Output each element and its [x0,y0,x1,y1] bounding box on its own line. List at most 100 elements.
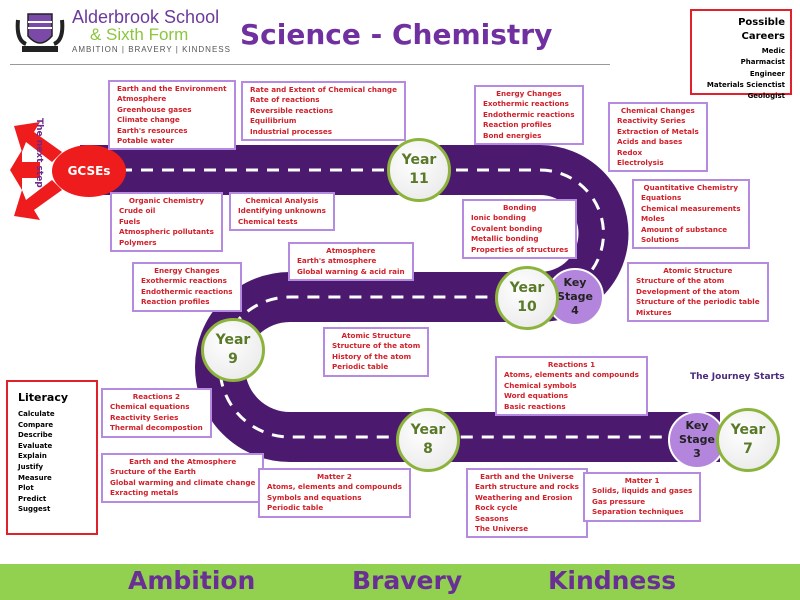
literacy-item: Evaluate [18,441,53,450]
topic-item: Ionic bonding [471,213,527,223]
topic-item: The Universe [475,524,529,534]
topic-item: Reaction profiles [141,297,210,307]
topic-item: Reactivity Series [617,116,686,126]
topic-title: Atomic Structure [341,331,411,340]
page-title: Science - Chemistry [240,18,553,51]
topic-item: Seasons [475,513,509,523]
topic-title: Reactions 1 [547,360,596,369]
topic-item: Bond energies [483,130,542,140]
topic-title: Reactions 2 [132,392,181,401]
next-step-label: The next step [34,118,44,188]
arrow-left-icon [10,150,40,190]
topic-item: Redox [617,147,643,157]
school-motto: AMBITION | BRAVERY | KINDNESS [72,45,231,54]
topic-item: Structure of the atom [636,276,725,286]
topic-item: Acids and bases [617,137,683,147]
careers-heading: Possible Careers [738,17,785,42]
topic-item: Weathering and Erosion [475,492,573,502]
topic-item: Covalent bonding [471,223,543,233]
topic-item: Chemical equations [110,402,190,412]
topic-item: Periodic table [332,362,389,372]
topic-item: Rock cycle [475,503,518,513]
topic-item: Chemical tests [238,216,298,226]
road-centre-line [120,168,720,439]
school-name-line1: Alderbrook School [72,7,220,27]
topic-item: History of the atom [332,351,412,361]
topic-item: Atmosphere [117,94,167,104]
topic-item: Earth's atmosphere [297,256,377,266]
literacy-item: Describe [18,431,53,440]
topic-item: Reaction profiles [483,120,552,130]
literacy-item: Compare [18,420,54,429]
topic-item: Atmospheric pollutants [119,227,214,237]
literacy-heading: Literacy [18,391,69,404]
topic-item: Atoms, elements and compounds [504,370,639,380]
topic-item: Solids, liquids and gases [592,486,693,496]
value-kindness: Kindness [548,566,677,595]
topic-item: Development of the atom [636,286,740,296]
topic-title: Energy Changes [496,89,562,98]
topic-item: Equilibrium [250,116,297,126]
topic-item: Structure of the atom [332,341,421,351]
value-bravery: Bravery [352,566,463,595]
topic-item: Amount of substance [641,224,728,234]
career-item: Pharmacist [740,58,785,67]
header-divider [10,64,610,65]
topic-title: Chemical Changes [620,106,695,115]
topic-title: Atomic Structure [663,266,733,275]
topic-title: Earth and the Environment [117,84,227,93]
topic-item: Global warning & acid rain [297,266,405,276]
literacy-item: Predict [18,494,47,503]
literacy-item: Explain [18,452,47,461]
topic-item: Rate of reactions [250,95,320,105]
topic-item: Earth structure and rocks [475,482,579,492]
school-crest-logo [15,13,65,52]
topic-item: Potable water [117,136,174,146]
topic-item: Periodic table [267,503,324,513]
topic-item: Endothermic reactions [141,286,233,296]
literacy-panel: Literacy Calculate Compare Describe Eval… [6,380,98,535]
arrow-down-left-icon [14,180,62,220]
career-item: Materials Scienctist [706,80,785,89]
topic-item: Equations [641,193,682,203]
topic-title: Matter 1 [624,476,660,485]
topic-item: Endothermic reactions [483,109,575,119]
arrow-up-left-icon [14,122,62,162]
topic-item: Thermal decompostion [110,423,203,433]
topic-item: Separation techniques [592,507,684,517]
career-item: Geologist [747,92,785,101]
topic-item: Electrolysis [617,158,664,168]
school-name-line2: & Sixth Form [90,25,189,44]
literacy-item: Calculate [18,410,55,418]
possible-careers-panel: Possible Careers Medic Pharmacist Engine… [690,9,792,100]
topic-item: Greenhouse gases [117,104,192,114]
topic-title: Organic Chemistry [128,196,205,205]
school-name: Alderbrook School & Sixth Form AMBITION … [72,8,231,54]
value-ambition: Ambition [128,566,256,595]
topic-item: Metallic bonding [471,234,539,244]
topic-title: Quantitative Chemistry [643,183,739,192]
topic-title: Atmosphere [326,246,376,255]
topic-item: Word equations [504,391,569,401]
topic-item: Sructure of the Earth [110,467,196,477]
topic-item: Structure of the periodic table [636,297,760,307]
topic-item: Solutions [641,235,679,245]
topic-item: Mixtures [636,307,672,317]
